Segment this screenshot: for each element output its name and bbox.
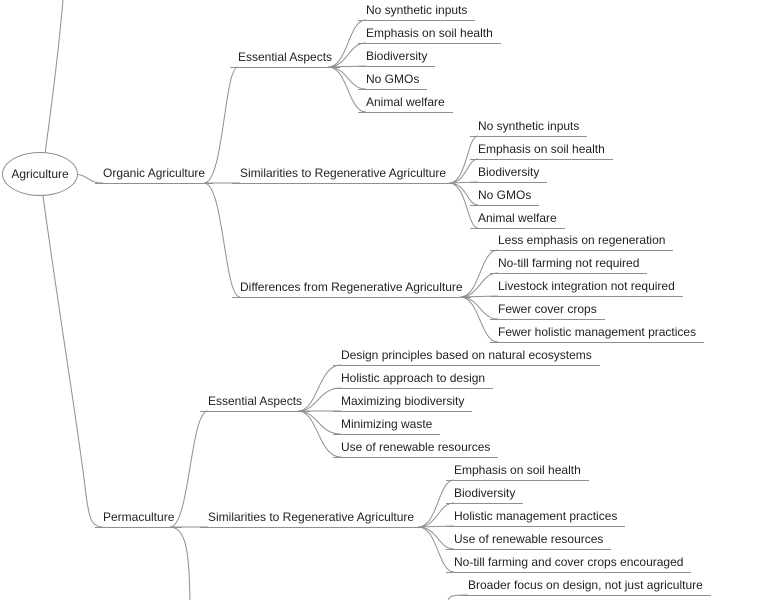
leaf-renewable-resources[interactable]: Use of renewable resources (333, 440, 499, 458)
leaf-maximizing-biodiversity[interactable]: Maximizing biodiversity (333, 394, 473, 412)
node-organic-differences[interactable]: Differences from Regenerative Agricultur… (232, 280, 471, 298)
node-organic-agriculture[interactable]: Organic Agriculture (95, 166, 214, 184)
leaf-no-till-not-required[interactable]: No-till farming not required (490, 256, 648, 274)
leaf-livestock-not-required[interactable]: Livestock integration not required (490, 279, 683, 297)
node-permaculture[interactable]: Permaculture (95, 510, 183, 528)
leaf-holistic-management-practices[interactable]: Holistic management practices (446, 509, 626, 527)
edge-perma-differences-down (169, 526, 191, 600)
edge-root-permaculture (42, 195, 104, 528)
node-organic-essential-aspects[interactable]: Essential Aspects (230, 50, 341, 68)
leaf-animal-welfare[interactable]: Animal welfare (358, 95, 453, 113)
leaf-renewable-resources-2[interactable]: Use of renewable resources (446, 532, 612, 550)
leaf-biodiversity-3[interactable]: Biodiversity (446, 486, 524, 504)
leaf-no-synthetic-inputs-2[interactable]: No synthetic inputs (470, 119, 588, 137)
node-perma-essential-aspects[interactable]: Essential Aspects (200, 394, 311, 412)
leaf-emphasis-soil-health-2[interactable]: Emphasis on soil health (470, 142, 613, 160)
edge-organic-differences (203, 182, 241, 298)
leaf-no-gmos-2[interactable]: No GMOs (470, 188, 540, 206)
edge-organic-essential (203, 66, 239, 184)
node-perma-similarities[interactable]: Similarities to Regenerative Agriculture (200, 510, 423, 528)
leaf-no-synthetic-inputs[interactable]: No synthetic inputs (358, 3, 476, 21)
edge-per-ess-leaf5 (297, 410, 342, 458)
leaf-less-emphasis-regeneration[interactable]: Less emphasis on regeneration (490, 233, 674, 251)
leaf-animal-welfare-2[interactable]: Animal welfare (470, 211, 565, 229)
leaf-biodiversity-2[interactable]: Biodiversity (470, 165, 548, 183)
root-node-agriculture[interactable]: Agriculture (2, 152, 78, 196)
leaf-design-principles[interactable]: Design principles based on natural ecosy… (333, 348, 600, 366)
edge-org-sim-leaf1 (448, 135, 479, 184)
leaf-minimizing-waste[interactable]: Minimizing waste (333, 417, 441, 435)
leaf-broader-focus-design[interactable]: Broader focus on design, not just agricu… (460, 578, 711, 596)
edge-per-sim-leaf1 (417, 479, 455, 528)
edge-org-dif-leaf1 (459, 249, 499, 298)
leaf-biodiversity[interactable]: Biodiversity (358, 49, 436, 67)
leaf-holistic-approach-design[interactable]: Holistic approach to design (333, 371, 494, 389)
edge-per-ess-leaf1 (297, 364, 342, 412)
edge-root-organic (75, 173, 104, 184)
leaf-fewer-holistic-practices[interactable]: Fewer holistic management practices (490, 325, 705, 343)
leaf-no-gmos[interactable]: No GMOs (358, 72, 428, 90)
edge-org-dif-leaf5 (459, 296, 499, 343)
edge-per-sim-leaf5 (417, 526, 455, 573)
node-organic-similarities[interactable]: Similarities to Regenerative Agriculture (232, 166, 455, 184)
leaf-emphasis-soil-health-3[interactable]: Emphasis on soil health (446, 463, 589, 481)
edge-org-sim-leaf5 (448, 182, 479, 229)
edge-perma-essential (169, 410, 209, 528)
edge-org-ess-leaf5 (327, 66, 367, 113)
leaf-emphasis-soil-health[interactable]: Emphasis on soil health (358, 26, 501, 44)
edge-root-up (44, 0, 64, 155)
leaf-fewer-cover-crops[interactable]: Fewer cover crops (490, 302, 605, 320)
edge-org-ess-leaf1 (327, 19, 367, 68)
leaf-no-till-cover-crops-encouraged[interactable]: No-till farming and cover crops encourag… (446, 555, 692, 573)
